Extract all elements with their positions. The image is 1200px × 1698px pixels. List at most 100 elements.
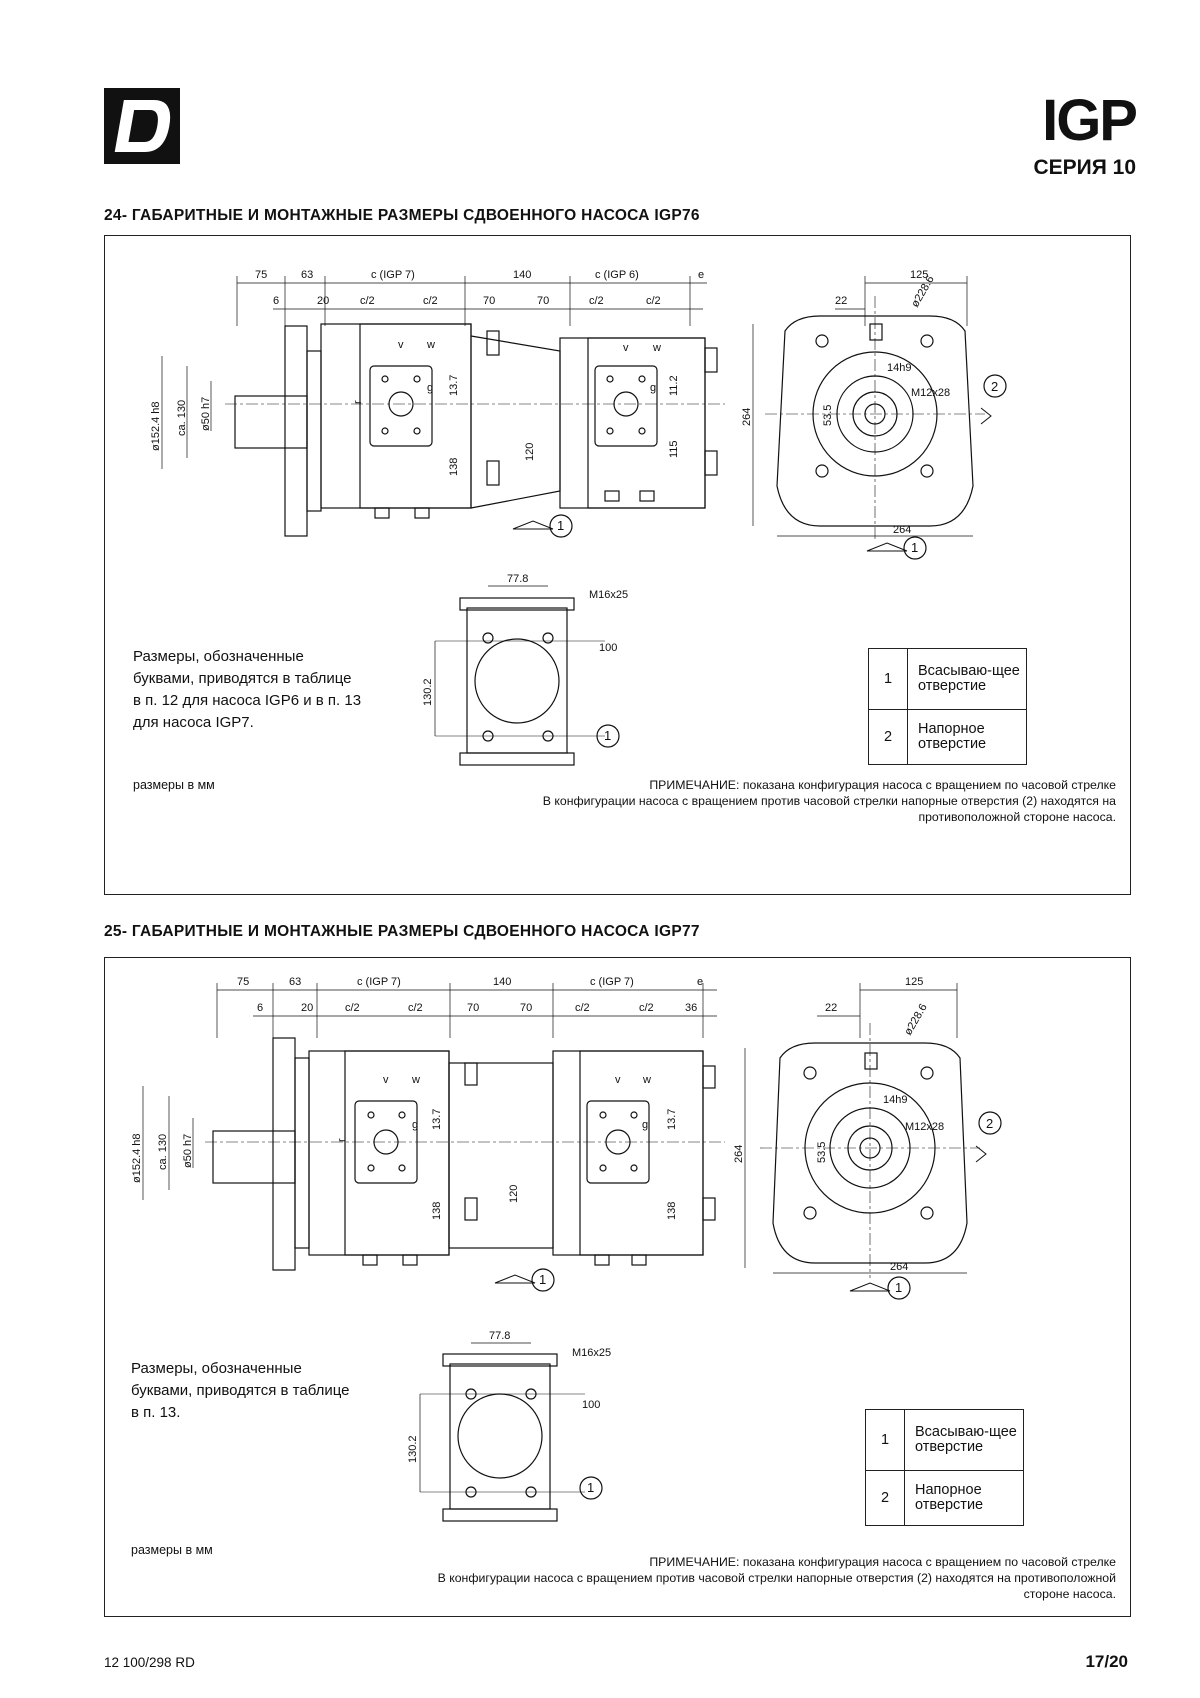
product-name: IGP xyxy=(1042,88,1138,153)
dim-g: g xyxy=(427,382,433,394)
dim-70-a: 70 xyxy=(483,295,495,307)
dim-v-2: v xyxy=(623,342,629,354)
dim-20: 20 xyxy=(317,295,329,307)
dim-125: 125 xyxy=(910,269,928,281)
dim-v: v xyxy=(383,1074,389,1086)
dim-77-8: 77.8 xyxy=(507,573,528,585)
dim-g-2: g xyxy=(650,382,656,394)
port-marker-1c: 1 xyxy=(587,1480,594,1495)
dim-diam-50: ø50 h7 xyxy=(182,1134,194,1168)
dim-6: 6 xyxy=(273,295,279,307)
drawing-panel-igp76: 75 63 c (IGP 7) 140 c (IGP 6) e 125 6 20… xyxy=(104,235,1131,895)
note-right-line: ПРИМЕЧАНИЕ: показана конфигурация насоса… xyxy=(649,1555,1116,1569)
dim-w-2: w xyxy=(652,342,661,354)
dim-r: r xyxy=(352,400,364,404)
port-marker-1b: 1 xyxy=(911,540,918,555)
dim-120: 120 xyxy=(524,443,536,461)
dim-c-igp7-b: c (IGP 7) xyxy=(590,976,634,988)
dim-c2-b: c/2 xyxy=(408,1002,423,1014)
dim-v: v xyxy=(398,339,404,351)
dim-100: 100 xyxy=(582,1399,600,1411)
dim-11-2: 11.2 xyxy=(668,375,680,396)
dim-e: e xyxy=(697,976,703,988)
dim-75: 75 xyxy=(255,269,267,281)
port-marker-1a: 1 xyxy=(557,518,564,533)
dim-c-igp7: c (IGP 7) xyxy=(371,269,415,281)
dim-c2-a: c/2 xyxy=(360,295,375,307)
port-num: 2 xyxy=(868,709,908,765)
port-marker-1b: 1 xyxy=(895,1280,902,1295)
note-right: ПРИМЕЧАНИЕ: показана конфигурация насоса… xyxy=(396,1554,1116,1602)
port-marker-2: 2 xyxy=(986,1116,993,1131)
dim-m16: M16x25 xyxy=(572,1347,611,1359)
series-label: СЕРИЯ 10 xyxy=(1033,156,1136,179)
port-label: Всасываю-щее отверстие xyxy=(904,1409,1024,1471)
dim-20: 20 xyxy=(301,1002,313,1014)
dim-53-5: 53.5 xyxy=(822,405,834,426)
dim-c-igp6: c (IGP 6) xyxy=(595,269,639,281)
port-num: 2 xyxy=(865,1470,905,1526)
dim-75: 75 xyxy=(237,976,249,988)
dim-14h9: 14h9 xyxy=(887,362,911,374)
note-left: Размеры, обозначенные буквами, приводятс… xyxy=(131,1360,350,1421)
dim-diam-228: ø228.6 xyxy=(902,1002,930,1038)
dim-13-7: 13.7 xyxy=(431,1109,443,1130)
dim-264-v: 264 xyxy=(741,408,753,426)
dim-140: 140 xyxy=(513,269,531,281)
dim-g: g xyxy=(412,1119,418,1131)
dim-ca-130: ca. 130 xyxy=(176,400,188,436)
note-right-line: В конфигурации насоса с вращением против… xyxy=(437,1571,1116,1585)
dim-w: w xyxy=(426,339,435,351)
dim-c2-c: c/2 xyxy=(589,295,604,307)
dim-264-h: 264 xyxy=(890,1261,908,1273)
dim-77-8: 77.8 xyxy=(489,1330,510,1342)
company-logo xyxy=(104,88,180,164)
port-label: Всасываю-щее отверстие xyxy=(907,648,1027,710)
table-row: 1 Всасываю-щее отверстие xyxy=(868,648,1027,710)
dim-diam-152: ø152.4 h8 xyxy=(131,1133,143,1183)
table-row: 1 Всасываю-щее отверстие xyxy=(865,1409,1024,1471)
units-label: размеры в мм xyxy=(131,1543,213,1557)
document-code: 12 100/298 RD xyxy=(104,1655,195,1670)
page-number: 17/20 xyxy=(1085,1652,1128,1671)
dim-13-7: 13.7 xyxy=(448,375,460,396)
table-row: 2 Напорное отверстие xyxy=(868,709,1027,765)
dim-14h9: 14h9 xyxy=(883,1094,907,1106)
port-marker-2: 2 xyxy=(991,379,998,394)
note-right-line: противоположной стороне насоса. xyxy=(918,810,1116,824)
port-table: 1 Всасываю-щее отверстие 2 Напорное отве… xyxy=(865,1409,1024,1526)
port-label: Напорное отверстие xyxy=(907,709,1027,765)
section-title-igp77: 25- ГАБАРИТНЫЕ И МОНТАЖНЫЕ РАЗМЕРЫ СДВОЕ… xyxy=(104,923,700,940)
dim-22: 22 xyxy=(835,295,847,307)
dim-115: 115 xyxy=(668,440,680,458)
dim-c2-a: c/2 xyxy=(345,1002,360,1014)
dim-w: w xyxy=(411,1074,420,1086)
dim-138: 138 xyxy=(448,458,460,476)
dim-130-2: 130.2 xyxy=(422,678,434,706)
dim-m12: M12x28 xyxy=(911,387,950,399)
dim-g-2: g xyxy=(642,1119,648,1131)
dim-w-2: w xyxy=(642,1074,651,1086)
dim-diam-152: ø152.4 h8 xyxy=(150,401,162,451)
port-table: 1 Всасываю-щее отверстие 2 Напорное отве… xyxy=(868,648,1027,765)
dim-120: 120 xyxy=(508,1185,520,1203)
port-num: 1 xyxy=(868,648,908,710)
dim-140: 140 xyxy=(493,976,511,988)
dim-264-h: 264 xyxy=(893,524,911,536)
note-right-line: стороне насоса. xyxy=(1023,1587,1116,1601)
technical-drawing-igp76: 75 63 c (IGP 7) 140 c (IGP 6) e 125 6 20… xyxy=(150,269,1007,766)
dim-m16: M16x25 xyxy=(589,589,628,601)
dim-e: e xyxy=(698,269,704,281)
port-num: 1 xyxy=(865,1409,905,1471)
dim-c2-b: c/2 xyxy=(423,295,438,307)
dim-m12: M12x28 xyxy=(905,1121,944,1133)
note-right-line: В конфигурации насоса с вращением против… xyxy=(542,794,1116,808)
dim-63: 63 xyxy=(289,976,301,988)
dim-70-b: 70 xyxy=(520,1002,532,1014)
dim-138-b: 138 xyxy=(666,1202,678,1220)
drawing-panel-igp77: 75 63 c (IGP 7) 140 c (IGP 7) e 125 6 20… xyxy=(104,957,1131,1617)
dim-6: 6 xyxy=(257,1002,263,1014)
note-right: ПРИМЕЧАНИЕ: показана конфигурация насоса… xyxy=(476,777,1116,825)
dim-264-v: 264 xyxy=(733,1145,745,1163)
dim-22: 22 xyxy=(825,1002,837,1014)
